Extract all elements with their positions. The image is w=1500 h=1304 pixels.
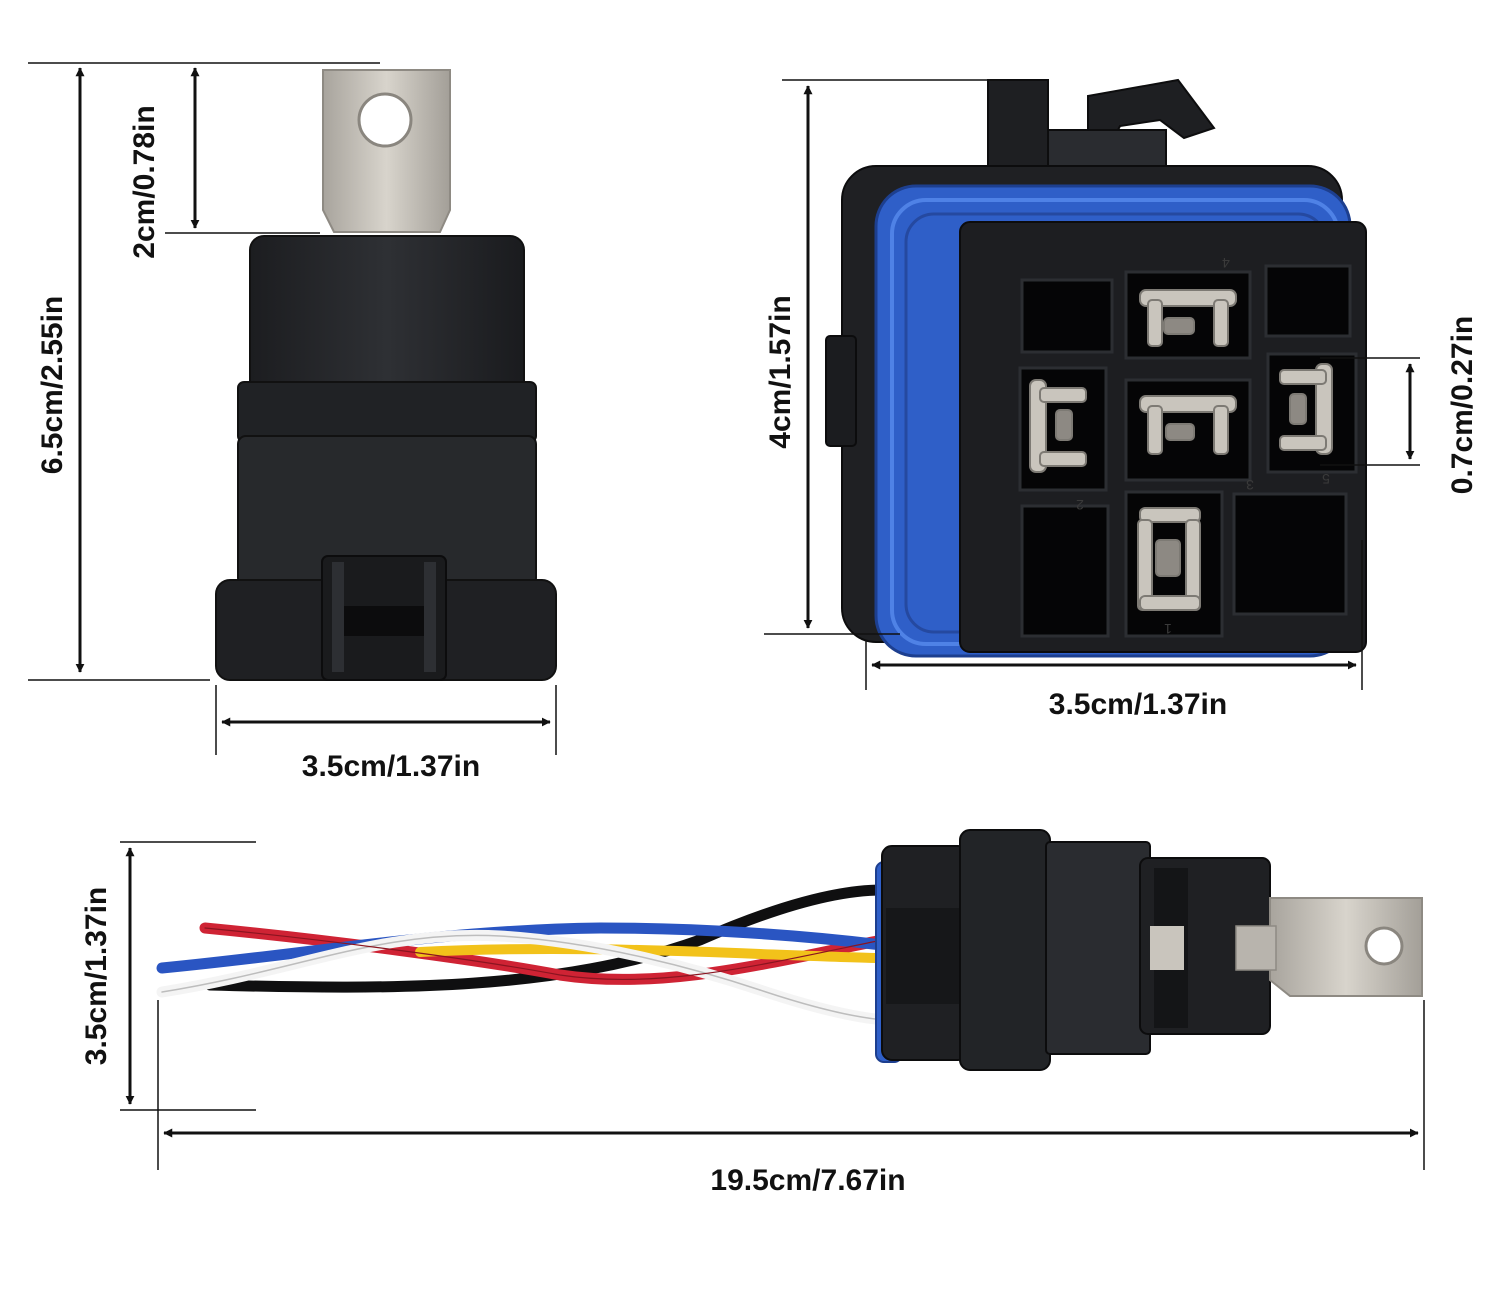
wire-yellow (415, 943, 887, 963)
mounting-hole (357, 92, 413, 148)
terminal-3 (1139, 395, 1237, 455)
pin-gap-label: 0.7cm/0.27in (1446, 316, 1479, 494)
harness-length-label: 19.5cm/7.67in (710, 1164, 905, 1197)
pin-number-5: 5 (1322, 471, 1330, 487)
front-dimensions (28, 62, 557, 755)
terminal-4 (1139, 289, 1237, 347)
terminal-2 (1029, 379, 1087, 473)
harness-dimensions (120, 841, 1425, 1170)
harness-height-label: 3.5cm/1.37in (80, 887, 113, 1065)
pin-number-2: 2 (1076, 497, 1084, 513)
pin-number-3: 3 (1246, 477, 1254, 493)
front-width-label: 3.5cm/1.37in (302, 750, 480, 783)
terminal-1 (1137, 507, 1201, 611)
front-view-relay (215, 69, 557, 681)
mounting-tab (322, 69, 451, 233)
harness-wires (156, 884, 891, 1026)
pin-number-1: 1 (1164, 621, 1172, 637)
socket-terminals (1029, 289, 1333, 611)
terminal-5 (1279, 363, 1333, 455)
socket-top-clip (987, 78, 1216, 179)
front-height-label: 6.5cm/2.55in (36, 296, 69, 474)
harness-view (156, 829, 1423, 1071)
wire-blue (156, 922, 888, 974)
tab-height-label: 2cm/0.78in (128, 105, 161, 258)
relay-latch (321, 555, 447, 681)
socket-dimensions (764, 79, 1420, 690)
harness-relay-body (959, 829, 1051, 1071)
socket-width-label: 3.5cm/1.37in (1049, 688, 1227, 721)
pin-number-4: 4 (1222, 255, 1230, 271)
socket-view: 4 2 3 5 1 (825, 78, 1367, 658)
harness-mounting-tab (1235, 897, 1423, 997)
socket-height-label: 4cm/1.57in (764, 295, 797, 448)
